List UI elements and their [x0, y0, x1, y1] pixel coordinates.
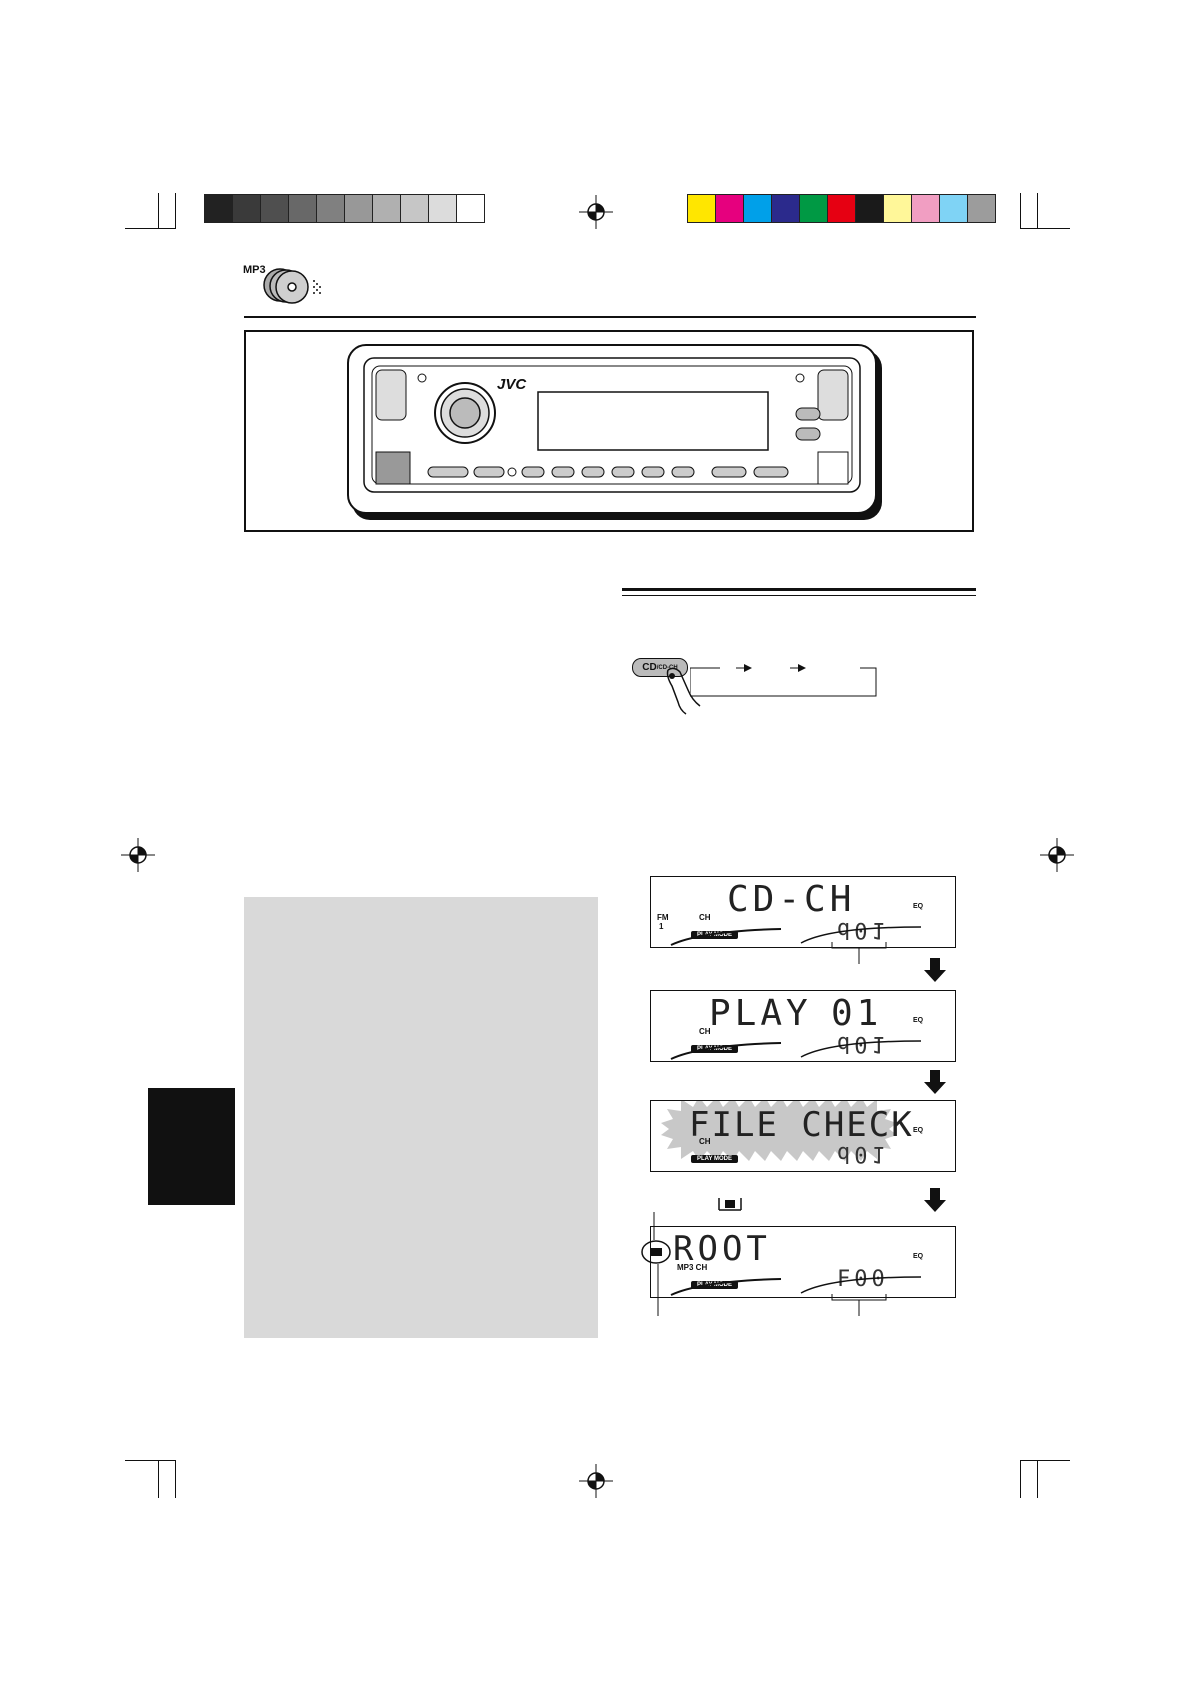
crop-mark [175, 193, 176, 229]
color-swatch [828, 195, 856, 222]
grey-swatch [345, 195, 373, 222]
cd-ch-button[interactable]: CD /CD-CH [632, 658, 688, 677]
down-arrow-icon [924, 1070, 946, 1094]
down-arrow-icon [924, 958, 946, 982]
lcd-main-text: ROOT [673, 1229, 771, 1269]
play-mode-indicator: PLAY MODE [691, 1045, 739, 1053]
down-arrow-icon [924, 1188, 946, 1212]
notes-panel [244, 897, 598, 1338]
grey-swatch [233, 195, 261, 222]
header-rule [244, 316, 976, 318]
color-swatch [688, 195, 716, 222]
mp3-ch-indicator: MP3 CH [677, 1263, 708, 1272]
play-mode-indicator: PLAY MODE [691, 1155, 739, 1163]
lcd-main-text: FILE CHECK [689, 1105, 914, 1145]
lcd-main-right-text: 01 [831, 993, 883, 1034]
registration-mark-icon [121, 838, 155, 872]
source-cycle-diagram [690, 664, 877, 697]
section-tab [148, 1088, 235, 1205]
registration-mark-icon [1040, 838, 1074, 872]
pressing-finger-icon [666, 667, 701, 715]
device-illustration-frame [244, 330, 974, 532]
ch-indicator: CH [699, 913, 711, 922]
folder-callout-icon [641, 1212, 671, 1316]
grey-swatch [261, 195, 289, 222]
color-swatch [912, 195, 940, 222]
registration-mark-icon [579, 1464, 613, 1498]
crop-mark [1037, 1460, 1038, 1498]
folder-icon [718, 1198, 742, 1211]
crop-mark [158, 1460, 159, 1498]
grey-swatch [289, 195, 317, 222]
color-swatch [856, 195, 884, 222]
grey-swatch [401, 195, 429, 222]
lcd-main-text: CD-CH [727, 879, 856, 920]
eq-indicator: EQ [913, 1017, 924, 1024]
play-mode-indicator: PLAY MODE [691, 1281, 739, 1289]
color-swatch [744, 195, 772, 222]
section-rule [622, 588, 976, 591]
lcd-swoosh-icon [670, 1276, 922, 1296]
lcd-display-3: FILE CHECK CH PLAY MODE d01 EQ [650, 1100, 956, 1172]
cd-ch-button-sublabel: /CD-CH [656, 664, 678, 671]
crop-mark [1020, 1460, 1070, 1461]
section-rule [622, 595, 976, 596]
color-swatch [968, 195, 995, 222]
grey-swatch [205, 195, 233, 222]
eq-indicator: EQ [913, 903, 924, 910]
eq-indicator: EQ [913, 1127, 924, 1134]
crop-mark [1020, 193, 1021, 229]
color-swatch [800, 195, 828, 222]
grey-swatch [373, 195, 401, 222]
lcd-display-4: ROOT MP3 CH PLAY MODE F00 EQ [650, 1226, 956, 1298]
play-mode-indicator: PLAY MODE [691, 931, 739, 939]
crop-mark [158, 193, 159, 229]
cd-ch-button-label: CD [642, 662, 657, 673]
color-bar [687, 194, 996, 223]
grey-scale-bar [204, 194, 485, 223]
color-swatch [772, 195, 800, 222]
flashing-burst-icon [661, 1101, 897, 1161]
eq-indicator: EQ [913, 1253, 924, 1260]
crop-mark [1020, 228, 1070, 229]
fm-band-number: 1 [659, 922, 664, 931]
crop-mark [175, 1460, 176, 1498]
grey-swatch [317, 195, 345, 222]
lcd-small-text: d01 [837, 1141, 889, 1166]
lcd-display-1: CD-CH FM 1 CH PLAY MODE d01 EQ [650, 876, 956, 948]
grey-swatch [457, 195, 484, 222]
crop-mark [1020, 1460, 1021, 1498]
crop-mark [125, 1460, 175, 1461]
ch-indicator: CH [699, 1027, 711, 1036]
registration-mark-icon [579, 195, 613, 229]
ch-indicator: CH [699, 1137, 711, 1146]
bracket-callout [831, 942, 887, 964]
car-stereo-illustration [347, 344, 882, 520]
grey-swatch [429, 195, 457, 222]
lcd-main-text: PLAY [709, 993, 812, 1034]
brand-logo: JVC [497, 376, 527, 393]
fm-indicator: FM [657, 913, 669, 922]
lcd-swoosh-icon [670, 926, 922, 946]
color-swatch [716, 195, 744, 222]
mp3-badge: MP3 [243, 264, 266, 276]
lcd-display-2: PLAY 01 CH PLAY MODE d01 EQ [650, 990, 956, 1062]
bracket-callout [831, 1294, 887, 1316]
color-swatch [884, 195, 912, 222]
crop-mark [125, 228, 175, 229]
disc-stack-icon [263, 268, 321, 304]
crop-mark [1037, 193, 1038, 229]
color-swatch [940, 195, 968, 222]
lcd-swoosh-icon [670, 1040, 922, 1060]
